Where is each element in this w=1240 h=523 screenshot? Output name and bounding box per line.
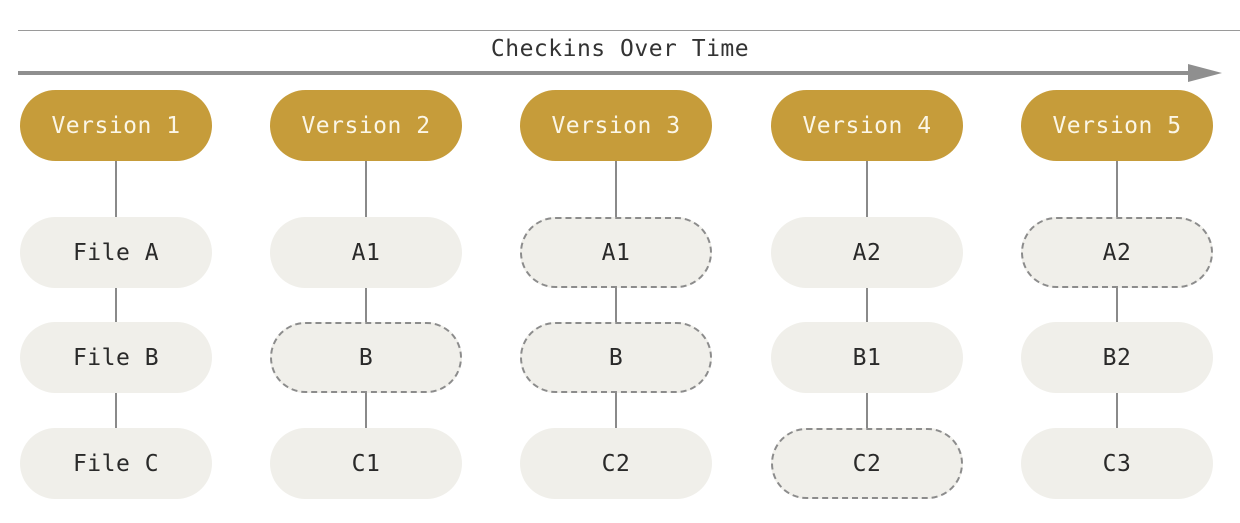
connector-line xyxy=(1116,161,1118,217)
connector-line xyxy=(615,161,617,217)
top-divider xyxy=(18,30,1240,31)
connector-line xyxy=(115,161,117,217)
connector-line xyxy=(866,393,868,428)
file-node-changed: File B xyxy=(20,322,212,393)
connector-line xyxy=(365,161,367,217)
timeline-title: Checkins Over Time xyxy=(490,36,750,62)
connector-line xyxy=(115,288,117,322)
connector-line xyxy=(866,288,868,322)
connector-line xyxy=(115,393,117,428)
file-node-unchanged: A1 xyxy=(520,217,712,288)
connector-line xyxy=(615,288,617,322)
file-node-changed: File A xyxy=(20,217,212,288)
version-node: Version 5 xyxy=(1021,90,1213,161)
connector-line xyxy=(615,393,617,428)
file-node-changed: C2 xyxy=(520,428,712,499)
version-column: Version 1 File A File B File C xyxy=(20,90,212,510)
file-node-unchanged: C2 xyxy=(771,428,963,499)
file-node-changed: A2 xyxy=(771,217,963,288)
version-node: Version 2 xyxy=(270,90,462,161)
file-node-changed: B2 xyxy=(1021,322,1213,393)
file-node-unchanged: B xyxy=(520,322,712,393)
file-node-changed: File C xyxy=(20,428,212,499)
version-node: Version 3 xyxy=(520,90,712,161)
version-node: Version 4 xyxy=(771,90,963,161)
connector-line xyxy=(1116,393,1118,428)
connector-line xyxy=(866,161,868,217)
file-node-changed: C1 xyxy=(270,428,462,499)
connector-line xyxy=(365,393,367,428)
file-node-unchanged: B xyxy=(270,322,462,393)
file-node-changed: C3 xyxy=(1021,428,1213,499)
version-node: Version 1 xyxy=(20,90,212,161)
file-node-changed: A1 xyxy=(270,217,462,288)
file-node-unchanged: A2 xyxy=(1021,217,1213,288)
connector-line xyxy=(1116,288,1118,322)
connector-line xyxy=(365,288,367,322)
file-node-changed: B1 xyxy=(771,322,963,393)
